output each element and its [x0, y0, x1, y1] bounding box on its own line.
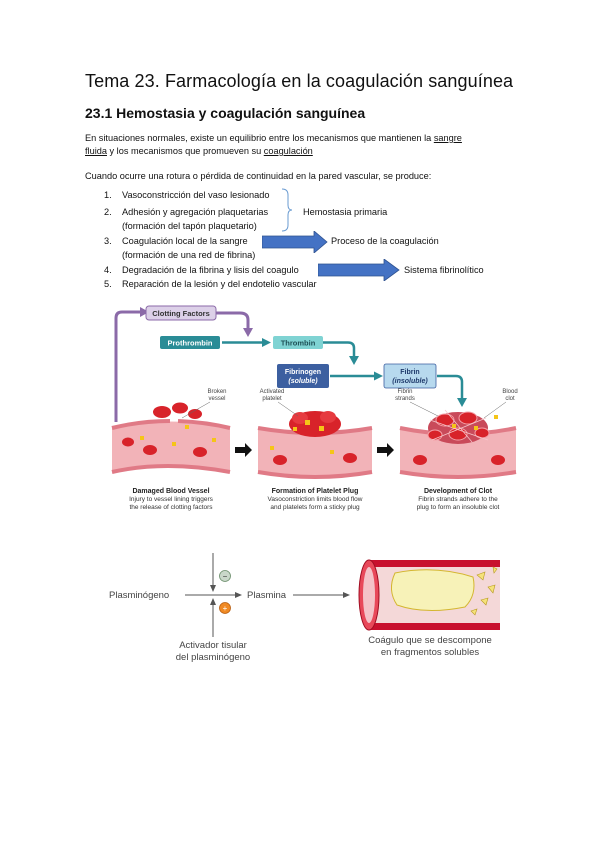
- blood-clot-label-2: clot: [505, 396, 515, 402]
- activador-label-1: Activador tisular: [179, 640, 247, 651]
- plus-icon: [219, 602, 231, 614]
- blood-clot-label: Blood: [502, 389, 517, 395]
- para1-sangre: sangre: [433, 133, 462, 143]
- list-item-2-sub: (formación del tapón plaquetario): [122, 221, 257, 231]
- para1-text-d: y los mecanismos que promueven su: [106, 146, 264, 156]
- thrombin-label: Thrombin: [281, 339, 316, 348]
- list-num-5: 5.: [104, 279, 112, 289]
- list-item-3-sub: (formación de una red de fibrina): [122, 250, 256, 260]
- fibrin-label: Fibrin: [400, 369, 419, 376]
- list-item-3: Coagulación local de la sangre: [122, 236, 248, 246]
- prothrombin-label: Prothrombin: [168, 339, 213, 348]
- plasminogeno-label: Plasminógeno: [109, 590, 169, 601]
- broken-vessel-label: Broken: [207, 389, 226, 395]
- list-item-5: Reparación de la lesión y del endotelio …: [122, 279, 317, 289]
- arrow-right-icon: [262, 231, 328, 253]
- paragraph-1: En situaciones normales, existe un equil…: [85, 132, 515, 158]
- caption-title-3: Development of Clot: [424, 488, 493, 495]
- list-num-1: 1.: [104, 190, 112, 200]
- clot-diagram: [399, 409, 517, 479]
- para1-coagulacion: coagulación: [263, 146, 313, 156]
- list-num-2: 2.: [104, 207, 112, 217]
- fibrinogen-sub: (soluble): [288, 378, 318, 385]
- caption-line-1b: the release of clotting factors: [129, 504, 213, 511]
- svg-text:+: +: [223, 604, 228, 613]
- thrombin-box: [273, 336, 323, 349]
- fibrin-sub: (insoluble): [392, 378, 428, 385]
- activador-label-2: del plasminógeno: [176, 652, 250, 663]
- svg-text:−: −: [223, 572, 228, 581]
- section-heading: 23.1 Hemostasia y coagulación sanguínea: [85, 105, 366, 121]
- caption-line-2b: and platelets form a sticky plug: [270, 504, 360, 511]
- label-sistema-fibrinolitico: Sistema fibrinolítico: [404, 265, 484, 275]
- prothrombin-box: [160, 336, 220, 349]
- minus-icon: [219, 570, 231, 582]
- fibrinolysis-figure: Plasminógeno Plasmina − + Activador tisu…: [109, 553, 500, 663]
- clot-caption-1: Coágulo que se descompone: [368, 635, 492, 646]
- list-num-3: 3.: [104, 236, 112, 246]
- label-hemostasia-primaria: Hemostasia primaria: [303, 207, 388, 217]
- vessel-clot-illustration: [358, 559, 500, 631]
- activated-platelet-label: Activated: [260, 389, 285, 395]
- caption-line-1a: Injury to vessel lining triggers: [129, 496, 214, 503]
- paragraph-2: Cuando ocurre una rotura o pérdida de co…: [85, 171, 432, 181]
- damaged-vessel-diagram: [111, 402, 231, 474]
- caption-line-3a: Fibrin strands adhere to the: [418, 496, 498, 503]
- broken-vessel-label-2: vessel: [208, 396, 225, 402]
- caption-line-2a: Vasoconstriction limits blood flow: [268, 496, 363, 503]
- fibrinogen-label: Fibrinogen: [285, 369, 321, 376]
- plasmina-label: Plasmina: [247, 590, 287, 601]
- step-arrow-icon: [377, 443, 394, 457]
- arrow-right-icon: [318, 259, 400, 281]
- list-item-4: Degradación de la fibrina y lisis del co…: [122, 265, 299, 275]
- list-item-2: Adhesión y agregación plaquetarias: [122, 207, 269, 217]
- coagulation-cascade-figure: Clotting Factors Prothrombin Thrombin Fi…: [111, 305, 518, 511]
- para1-text-a: En situaciones normales, existe un equil…: [85, 133, 434, 143]
- fibrin-strands-label-2: strands: [395, 396, 415, 402]
- brace-icon: [281, 188, 293, 232]
- list-num-4: 4.: [104, 265, 112, 275]
- fibrin-box: [383, 363, 437, 389]
- fibrinogen-box: [277, 364, 329, 388]
- caption-title-1: Damaged Blood Vessel: [132, 488, 209, 495]
- list-item-1: Vasoconstricción del vaso lesionado: [122, 190, 270, 200]
- step-arrow-icon: [235, 443, 252, 457]
- clot-caption-2: en fragmentos solubles: [381, 647, 479, 658]
- platelet-plug-diagram: [257, 411, 373, 479]
- clotting-factors-label: Clotting Factors: [152, 309, 210, 318]
- activated-platelet-label-2: platelet: [262, 396, 282, 402]
- label-proceso-coagulacion: Proceso de la coagulación: [331, 236, 439, 246]
- caption-title-2: Formation of Platelet Plug: [272, 488, 359, 495]
- page-title: Tema 23. Farmacología en la coagulación …: [85, 71, 514, 91]
- fibrin-strands-label: Fibrin: [397, 389, 412, 395]
- caption-line-3b: plug to form an insoluble clot: [417, 504, 500, 511]
- para1-fluida: fluida: [85, 146, 107, 156]
